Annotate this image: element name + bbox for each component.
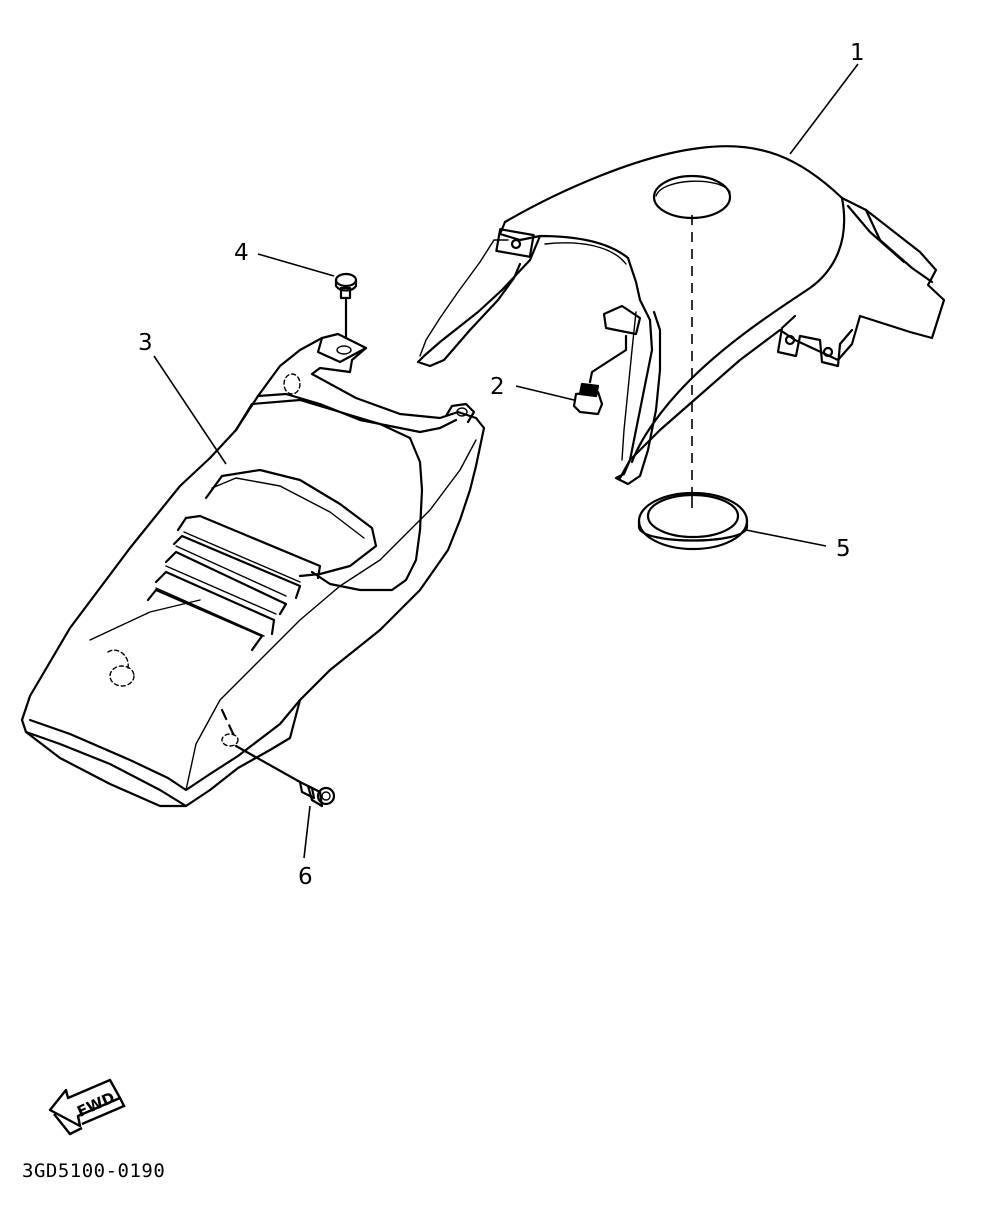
leader-1 <box>789 63 859 155</box>
part-4-screw <box>334 272 358 340</box>
leader-4 <box>257 253 335 277</box>
part-5-ring <box>637 491 749 551</box>
callout-6: 6 <box>298 864 313 890</box>
part-1-cover <box>416 145 946 486</box>
callout-1: 1 <box>850 40 865 66</box>
leader-6 <box>303 805 311 859</box>
drawing-number: 3GD5100-0190 <box>22 1160 166 1182</box>
callout-4: 4 <box>234 240 249 266</box>
leader-3 <box>153 355 227 465</box>
leader-5 <box>745 529 827 547</box>
part-2-clip-nut <box>572 382 604 416</box>
fwd-arrow-icon: FWD <box>48 1078 126 1136</box>
part-6-bolt <box>234 744 336 808</box>
callout-2: 2 <box>490 374 505 400</box>
part-3-seat-cowl <box>20 332 486 808</box>
callout-5: 5 <box>836 536 851 562</box>
leader-2 <box>515 385 575 401</box>
callout-3: 3 <box>138 330 153 356</box>
